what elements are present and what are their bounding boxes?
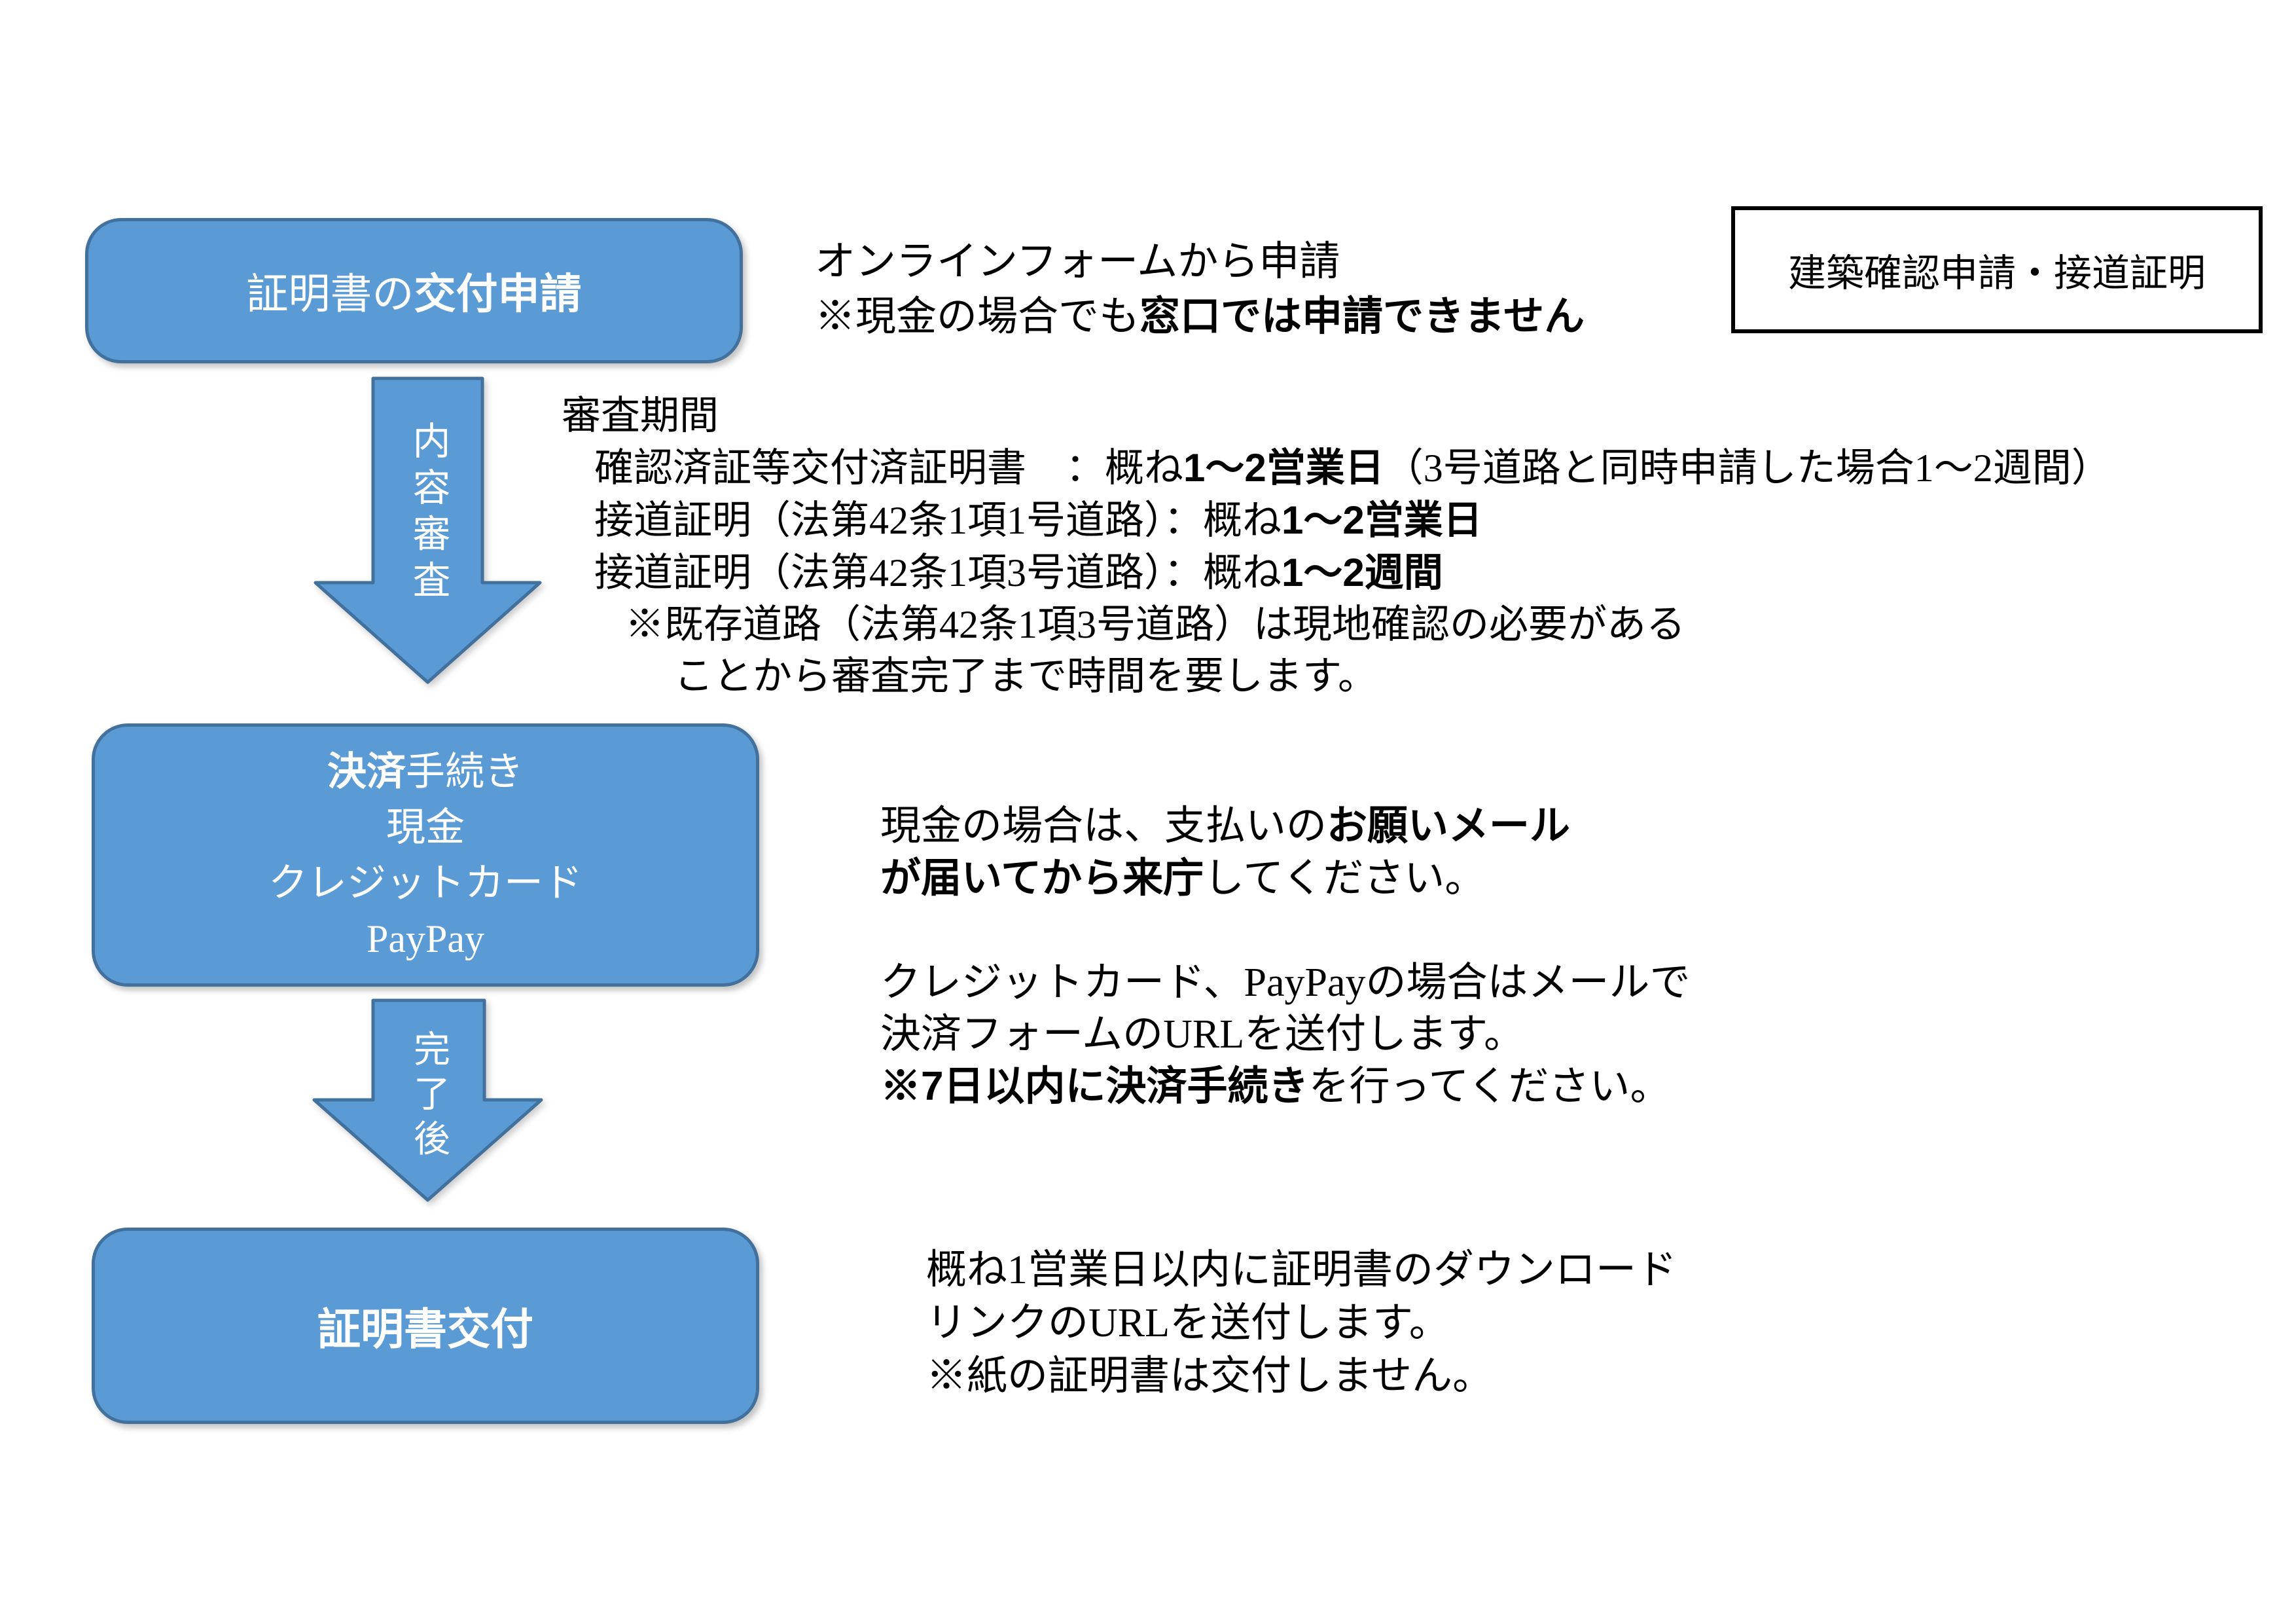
text-segment-bold: 1～2営業日	[1282, 498, 1482, 542]
text-segment: 確認済証等交付済証明書 ：概ね	[594, 447, 1183, 490]
text-segment: 接道証明（法第42条1項3号道路）：概ね	[594, 551, 1282, 594]
online-payment-line1: クレジットカード、PayPayの場合はメールで	[880, 957, 1691, 1009]
issuance-note-line1: 概ね1営業日以内に証明書のダウンロード	[926, 1244, 1677, 1297]
down-arrow-review-icon	[314, 376, 542, 684]
text-segment: してください。	[1204, 856, 1486, 901]
review-line2: 接道証明（法第42条1項1号道路）：概ね1～2営業日	[562, 494, 2111, 547]
text-segment: 審査期間	[562, 394, 719, 437]
review-heading: 審査期間	[562, 390, 2111, 442]
reference-title-box: 建築確認申請・接道証明	[1731, 206, 2263, 333]
step-box-application-label: 証明書の交付申請	[247, 261, 582, 321]
label-segment-normal: 手続き	[406, 750, 524, 793]
cash-payment-note: 現金の場合は、支払いのお願いメール が届いてから来庁してください。	[880, 800, 1570, 905]
text-segment: リンクのURLを送付します。	[926, 1301, 1450, 1345]
review-line4: ※既存道路（法第42条1項3号道路）は現地確認の必要がある	[562, 599, 2111, 651]
online-payment-line3: ※7日以内に決済手続きを行ってください。	[880, 1061, 1691, 1113]
application-note-line2: ※現金の場合でも窓口では申請できません	[815, 289, 1585, 344]
review-line1: 確認済証等交付済証明書 ：概ね1～2営業日（3号道路と同時申請した場合1～2週間…	[562, 442, 2111, 494]
text-segment: ※現金の場合でも	[815, 295, 1140, 339]
text-segment-bold: お願いメール	[1327, 803, 1571, 848]
label-segment-normal: 証明書の	[246, 271, 414, 318]
label-segment-bold: 証明書交付	[317, 1305, 533, 1353]
text-segment: 概ね1営業日以内に証明書のダウンロード	[926, 1248, 1677, 1292]
text-segment: ※紙の証明書は交付しません。	[926, 1354, 1494, 1398]
payment-method-cash: 現金	[386, 800, 465, 856]
text-segment: （3号道路と同時申請した場合1～2週間）	[1384, 447, 2111, 490]
step-box-payment-lines: 決済手続き 現金 クレジットカード PayPay	[268, 744, 583, 967]
application-note-line1: オンラインフォームから申請	[815, 234, 1585, 289]
label-segment-bold: 決済	[327, 749, 406, 793]
text-segment: PayPay	[367, 917, 484, 960]
text-segment: クレジットカード、PayPayの場合はメールで	[880, 960, 1691, 1005]
text-segment: 決済フォームのURLを送付します。	[880, 1012, 1524, 1057]
review-line3: 接道証明（法第42条1項3号道路）：概ね1～2週間	[562, 547, 2111, 599]
issuance-note-line3: ※紙の証明書は交付しません。	[926, 1350, 1677, 1403]
text-segment-bold: 1～2週間	[1282, 551, 1443, 594]
label-segment-bold: 交付申請	[414, 270, 582, 318]
payment-method-credit-card: クレジットカード	[268, 856, 583, 911]
text-segment-bold: 窓口では申請できません	[1139, 294, 1585, 339]
step-box-certificate-issue: 証明書交付	[92, 1228, 759, 1424]
application-note: オンラインフォームから申請 ※現金の場合でも窓口では申請できません	[815, 234, 1585, 344]
arrow-label-content-review: 内容審査	[406, 421, 450, 607]
text-segment-bold: が届いてから来庁	[880, 856, 1204, 901]
text-segment: オンラインフォームから申請	[815, 240, 1340, 284]
review-line5: ことから審査完了まで時間を要します。	[562, 651, 2111, 702]
reference-title-label: 建築確認申請・接道証明	[1787, 252, 2206, 295]
issuance-note: 概ね1営業日以内に証明書のダウンロード リンクのURLを送付します。 ※紙の証明…	[926, 1244, 1677, 1403]
arrow-label-after-completion: 完了後	[408, 1029, 449, 1164]
cash-note-line1: 現金の場合は、支払いのお願いメール	[880, 800, 1570, 852]
payment-method-paypay: PayPay	[367, 911, 484, 967]
text-segment: 接道証明（法第42条1項1号道路）：概ね	[594, 499, 1282, 542]
issuance-note-line2: リンクのURLを送付します。	[926, 1297, 1677, 1350]
cash-note-line2: が届いてから来庁してください。	[880, 852, 1570, 905]
text-segment: 現金の場合は、支払いの	[880, 804, 1327, 848]
review-period-note: 審査期間 確認済証等交付済証明書 ：概ね1～2営業日（3号道路と同時申請した場合…	[562, 390, 2111, 702]
online-payment-line2: 決済フォームのURLを送付します。	[880, 1009, 1691, 1061]
down-arrow-complete-icon	[312, 998, 543, 1202]
payment-title: 決済手続き	[327, 744, 524, 800]
text-segment: を行ってください。	[1308, 1065, 1671, 1109]
certificate-issue-label: 証明書交付	[317, 1294, 533, 1357]
text-segment-bold: 1～2営業日	[1183, 446, 1384, 490]
text-segment: ※既存道路（法第42条1項3号道路）は現地確認の必要がある	[625, 603, 1685, 646]
step-box-application: 証明書の交付申請	[85, 218, 743, 363]
text-segment-bold: ※7日以内に決済手続き	[880, 1064, 1309, 1109]
text-segment: 現金	[386, 805, 465, 849]
text-segment: クレジットカード	[268, 861, 583, 905]
step-box-payment: 決済手続き 現金 クレジットカード PayPay	[92, 723, 759, 987]
online-payment-note: クレジットカード、PayPayの場合はメールで 決済フォームのURLを送付します…	[880, 957, 1691, 1113]
text-segment: ことから審査完了まで時間を要します。	[674, 655, 1377, 698]
